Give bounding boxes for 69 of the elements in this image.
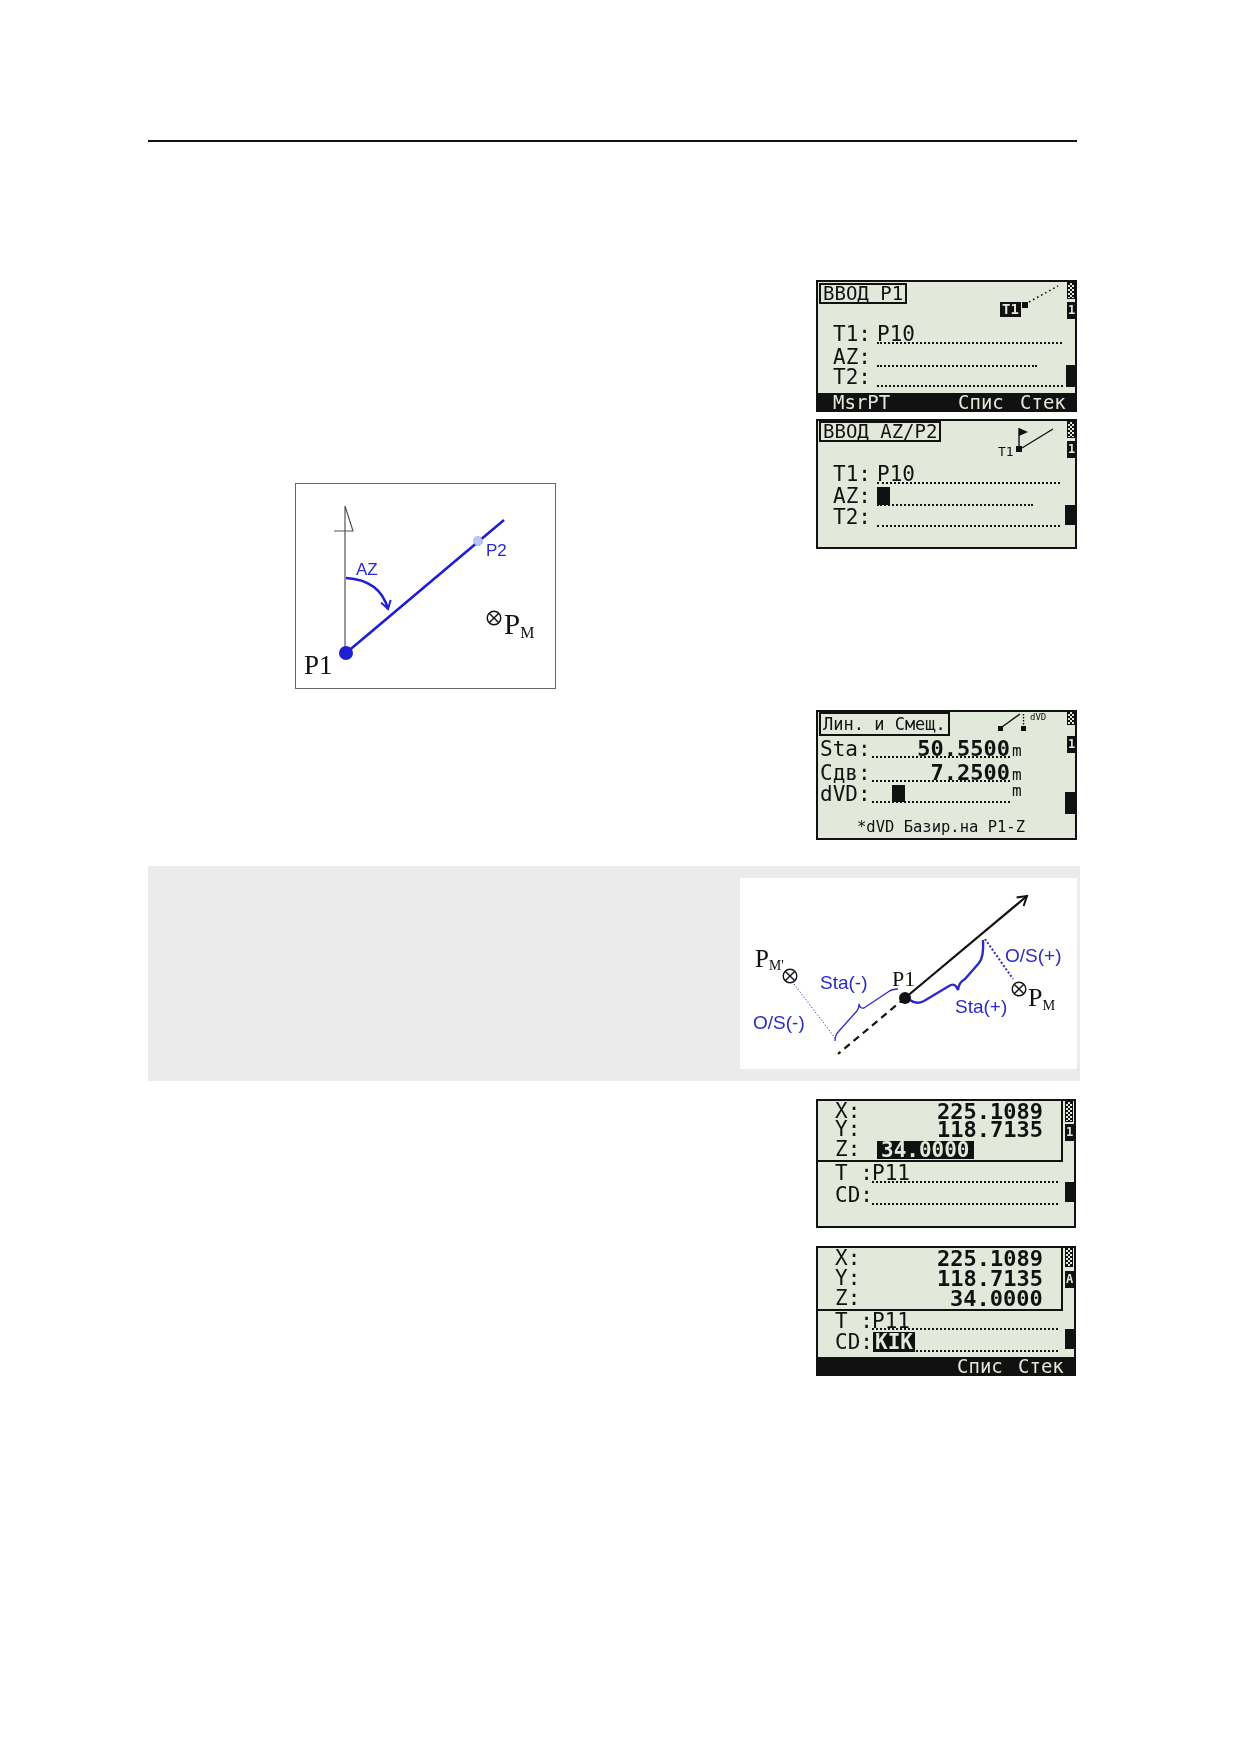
point-label: P1 <box>892 968 916 990</box>
point-label: P2 <box>486 542 507 559</box>
point-label: P$_{M'}$ <box>755 946 784 971</box>
softkey: Спис <box>957 1357 1003 1376</box>
icon-label: dVD <box>1030 713 1047 722</box>
page-indicator: 1 <box>1065 1124 1075 1141</box>
softkey: Спис <box>958 393 1004 412</box>
icon-label: T1 <box>998 445 1014 458</box>
field-label: AZ: <box>833 486 871 507</box>
field-label: dVD: <box>820 784 871 805</box>
lcd-screen <box>816 1246 1076 1376</box>
page-indicator: 1 <box>1067 302 1077 319</box>
field-label: T2: <box>833 507 871 528</box>
lcd-screen <box>816 1099 1076 1228</box>
angle-label: AZ <box>356 561 378 578</box>
page-indicator: 1 <box>1067 736 1077 753</box>
unit-label: m <box>1012 767 1022 783</box>
station-label: Sta(-) <box>820 973 868 992</box>
input-field: P11 <box>872 1311 1058 1330</box>
point-label: P$_{M}$ <box>504 610 535 639</box>
coordinate-value: 225.1089 <box>937 1248 1043 1270</box>
point-tag: T1 <box>1000 302 1021 317</box>
lcd-screen <box>816 280 1077 412</box>
offset-label: O/S(-) <box>753 1013 805 1032</box>
screen-note: *dVD Базир.на P1-Z <box>857 820 1025 836</box>
input-field: 50.5500 <box>872 739 1010 758</box>
softkey: MsrPT <box>833 393 891 412</box>
softkey: Стек <box>1018 1357 1064 1376</box>
input-field: 7.2500 <box>872 763 1010 782</box>
diagram-frame <box>295 483 556 689</box>
field-label: T1: <box>833 324 871 345</box>
page-indicator: A <box>1065 1271 1075 1288</box>
field-label: Z: <box>835 1288 861 1309</box>
field-label: CD: <box>835 1185 873 1206</box>
lcd-screen <box>816 710 1077 840</box>
screen-title: ВВОД P1 <box>819 283 908 304</box>
field-label: Сдв: <box>820 763 871 784</box>
lcd-screen <box>816 419 1077 549</box>
softkey: Стек <box>1020 393 1066 412</box>
unit-label: m <box>1012 743 1022 759</box>
point-label: P$_{M}$ <box>1028 985 1056 1011</box>
diagram-panel <box>740 878 1077 1069</box>
field-label: T2: <box>833 367 871 388</box>
input-field: P10 <box>877 324 1062 344</box>
input-field: P11 <box>872 1163 1058 1183</box>
field-label: X: <box>835 1248 861 1269</box>
field-label: T1: <box>833 464 871 485</box>
offset-label: O/S(+) <box>1005 946 1062 965</box>
selected-value: KIK <box>873 1332 915 1352</box>
selected-value: 34.0000 <box>877 1141 974 1159</box>
shaded-band <box>148 866 1080 1081</box>
coordinate-value: 34.0000 <box>950 1288 1043 1310</box>
field-label: Y: <box>835 1268 861 1289</box>
coordinate-value: 118.7135 <box>937 1119 1043 1141</box>
field-label: AZ: <box>833 347 871 368</box>
page-indicator: 1 <box>1067 441 1077 458</box>
field-label: Sta: <box>820 739 871 760</box>
field-label: T : <box>835 1163 873 1184</box>
field-label: Z: <box>835 1139 861 1160</box>
field-label: T : <box>835 1311 873 1332</box>
coordinate-value: 118.7135 <box>937 1268 1043 1290</box>
unit-label: m <box>1012 783 1022 799</box>
field-label: CD: <box>835 1332 873 1353</box>
field-label: Y: <box>835 1119 861 1140</box>
point-label: P1 <box>304 652 333 679</box>
screen-title: ВВОД AZ/P2 <box>819 421 942 442</box>
station-label: Sta(+) <box>955 997 1008 1016</box>
input-field: P10 <box>877 464 1060 484</box>
screen-title: Лин. и Смещ. <box>819 712 950 736</box>
